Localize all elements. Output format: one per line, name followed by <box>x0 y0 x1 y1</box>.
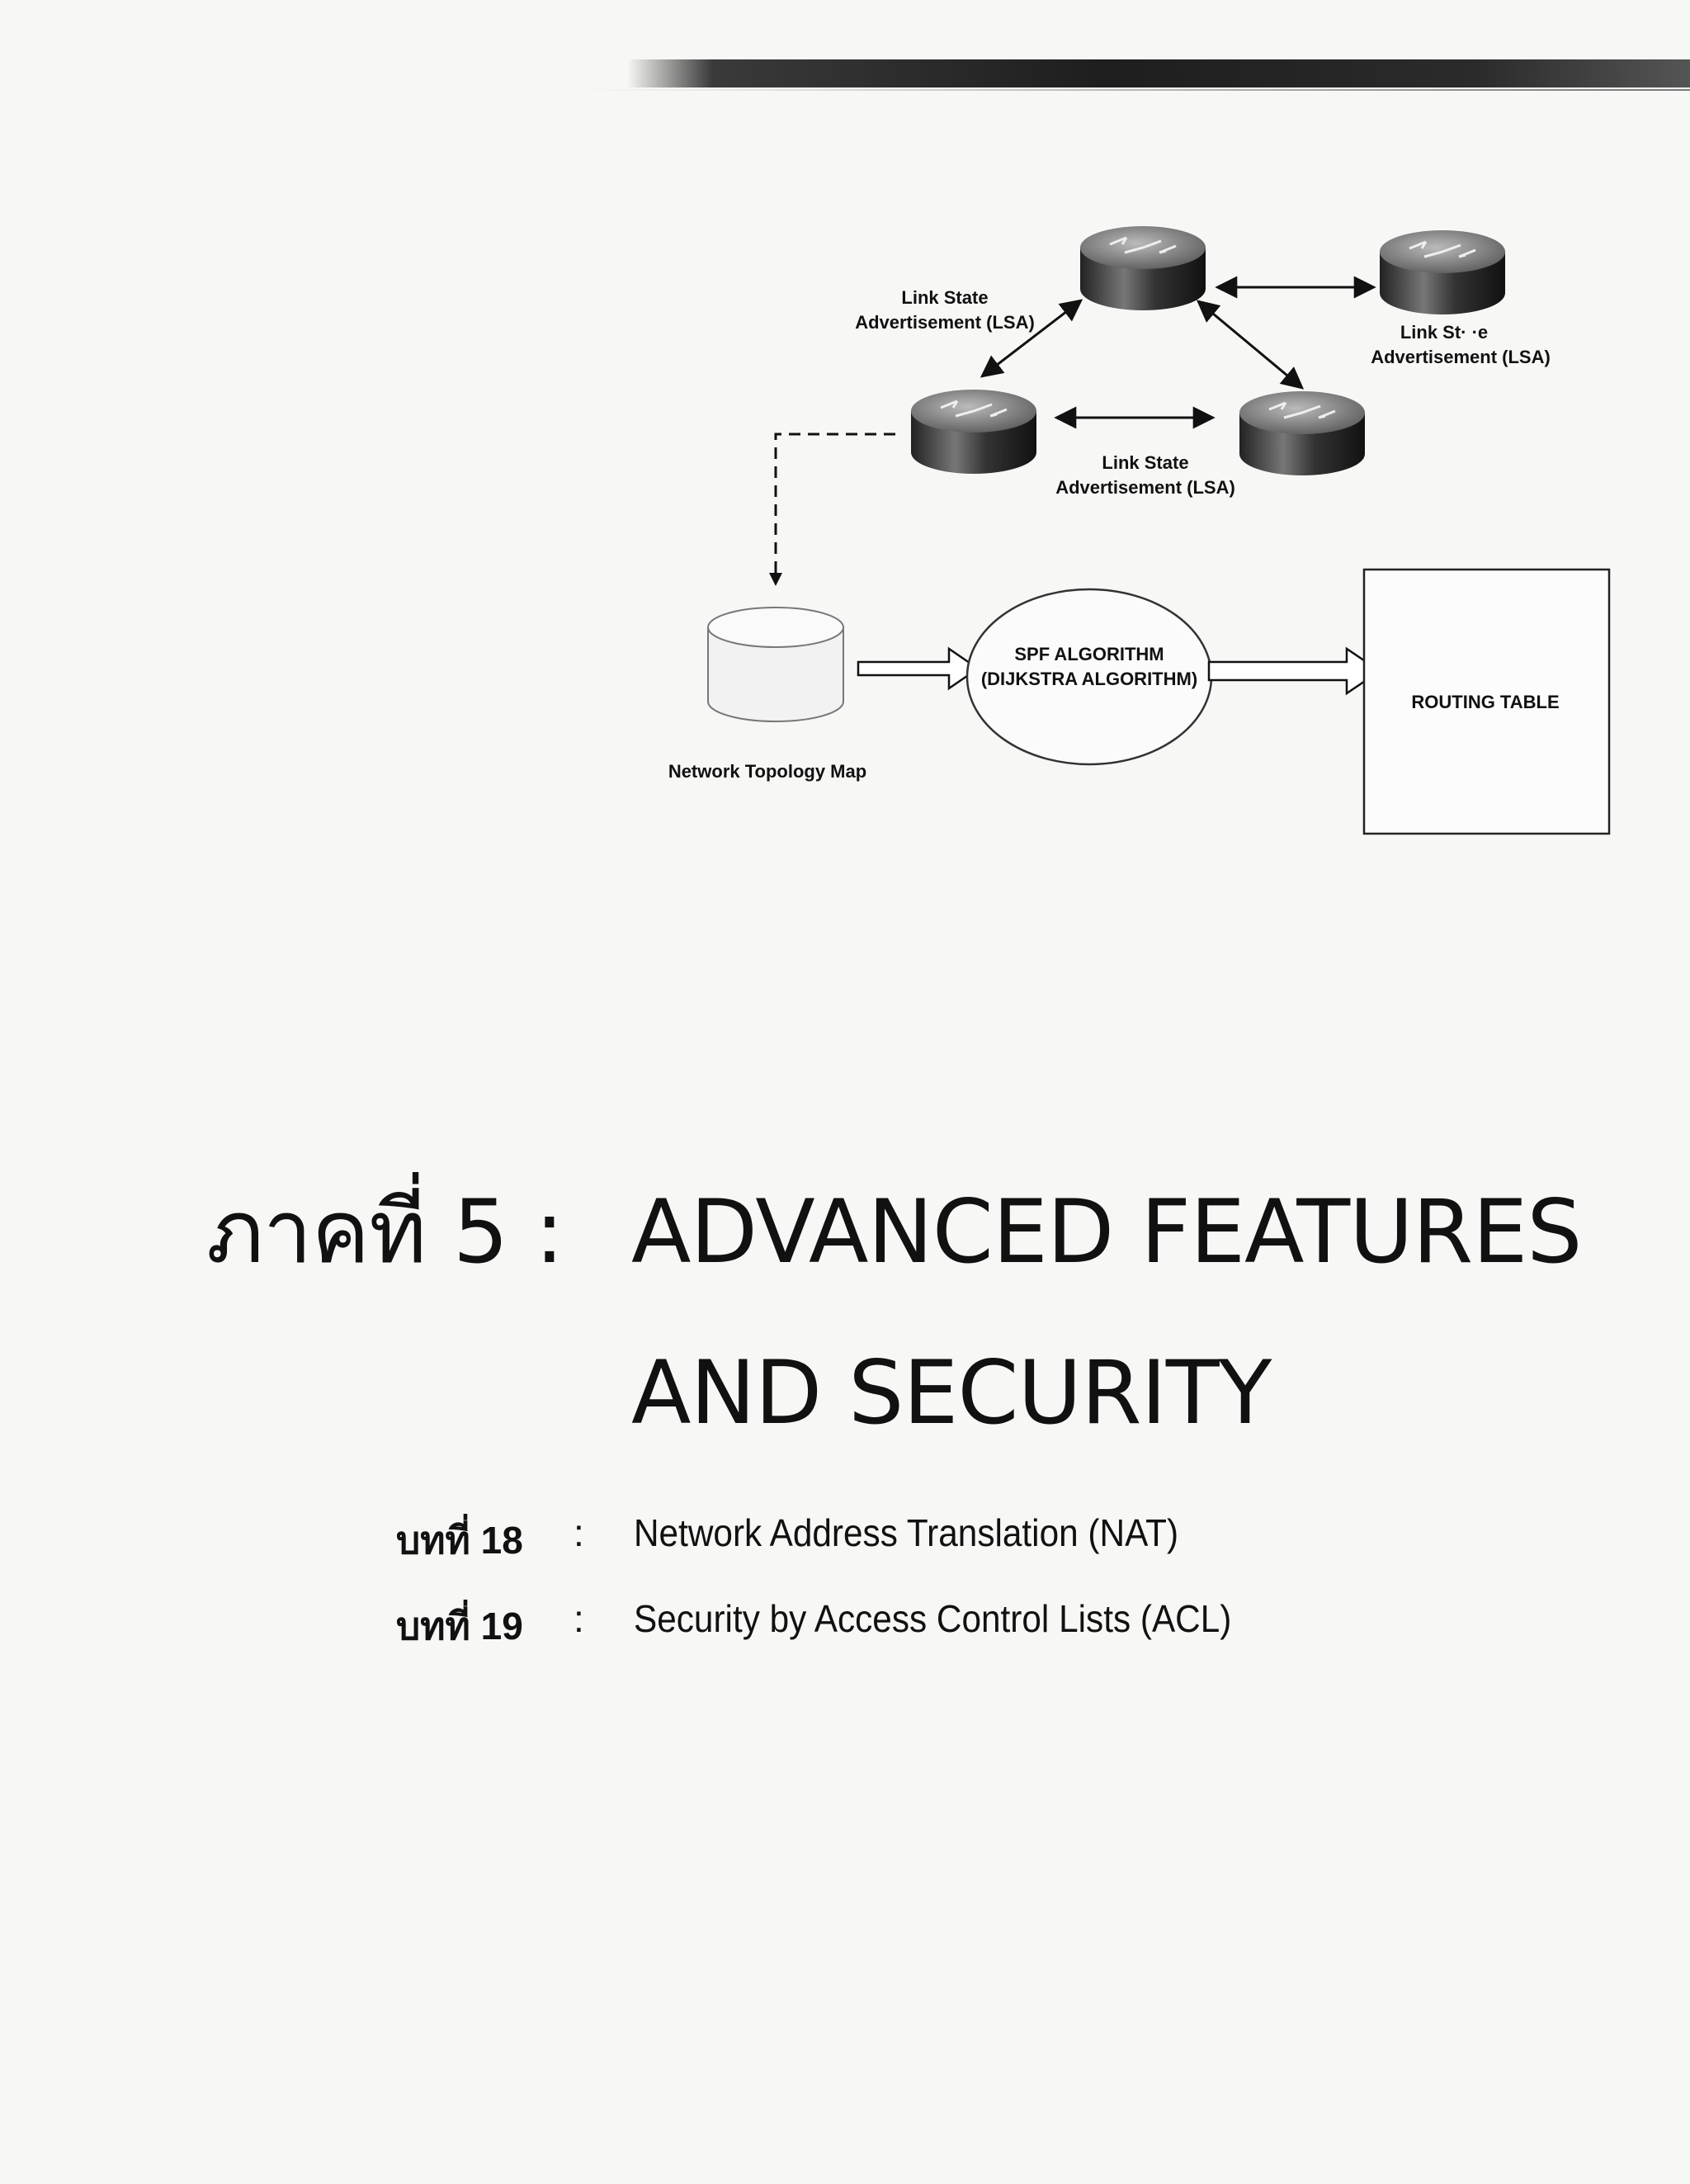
chapter-number: บทที่ 18 <box>396 1519 523 1562</box>
lsa-label: Advertisement (LSA) <box>1055 477 1235 498</box>
routing-table-label: ROUTING TABLE <box>1411 692 1559 712</box>
part-label: ภาคที่ 5 : <box>206 1181 564 1283</box>
router-icon <box>1238 390 1367 477</box>
router-icon <box>909 388 1038 475</box>
flow-arrow <box>857 646 980 691</box>
lsa-label: Advertisement (LSA) <box>855 312 1035 333</box>
chapter-number: บทที่ 19 <box>396 1605 523 1647</box>
lsa-arrow <box>980 299 1083 378</box>
link-state-diagram: Link State Advertisement (LSA) Link St· … <box>668 225 1611 835</box>
router-icon <box>1079 225 1207 312</box>
algorithm-label: (DIJKSTRA ALGORITHM) <box>981 669 1197 689</box>
dashed-connector <box>774 433 895 579</box>
lsa-arrow <box>1196 300 1305 390</box>
database-icon <box>707 607 844 722</box>
chapter-title: Network Address Translation (NAT) <box>634 1511 1179 1554</box>
chapter-separator: : <box>574 1511 584 1554</box>
routing-table-box <box>1362 568 1611 835</box>
chapter-title: Security by Access Control Lists (ACL) <box>634 1597 1232 1640</box>
router-icon <box>1378 229 1507 316</box>
top-decorative-bar <box>627 59 1690 87</box>
flow-arrow <box>1207 646 1382 696</box>
chapter-separator: : <box>574 1597 584 1640</box>
part-title-line-1: ADVANCED FEATURES <box>631 1181 1583 1283</box>
lsa-label: Advertisement (LSA) <box>1371 347 1551 367</box>
part-title-line-2: AND SECURITY <box>631 1342 1272 1444</box>
top-decorative-line <box>578 89 1690 91</box>
lsa-label: Link St· ·e <box>1400 322 1488 343</box>
algorithm-label: SPF ALGORITHM <box>1014 644 1164 664</box>
lsa-label: Link State <box>901 287 988 308</box>
lsa-label: Link State <box>1102 452 1188 473</box>
database-label: Network Topology Map <box>668 761 866 782</box>
